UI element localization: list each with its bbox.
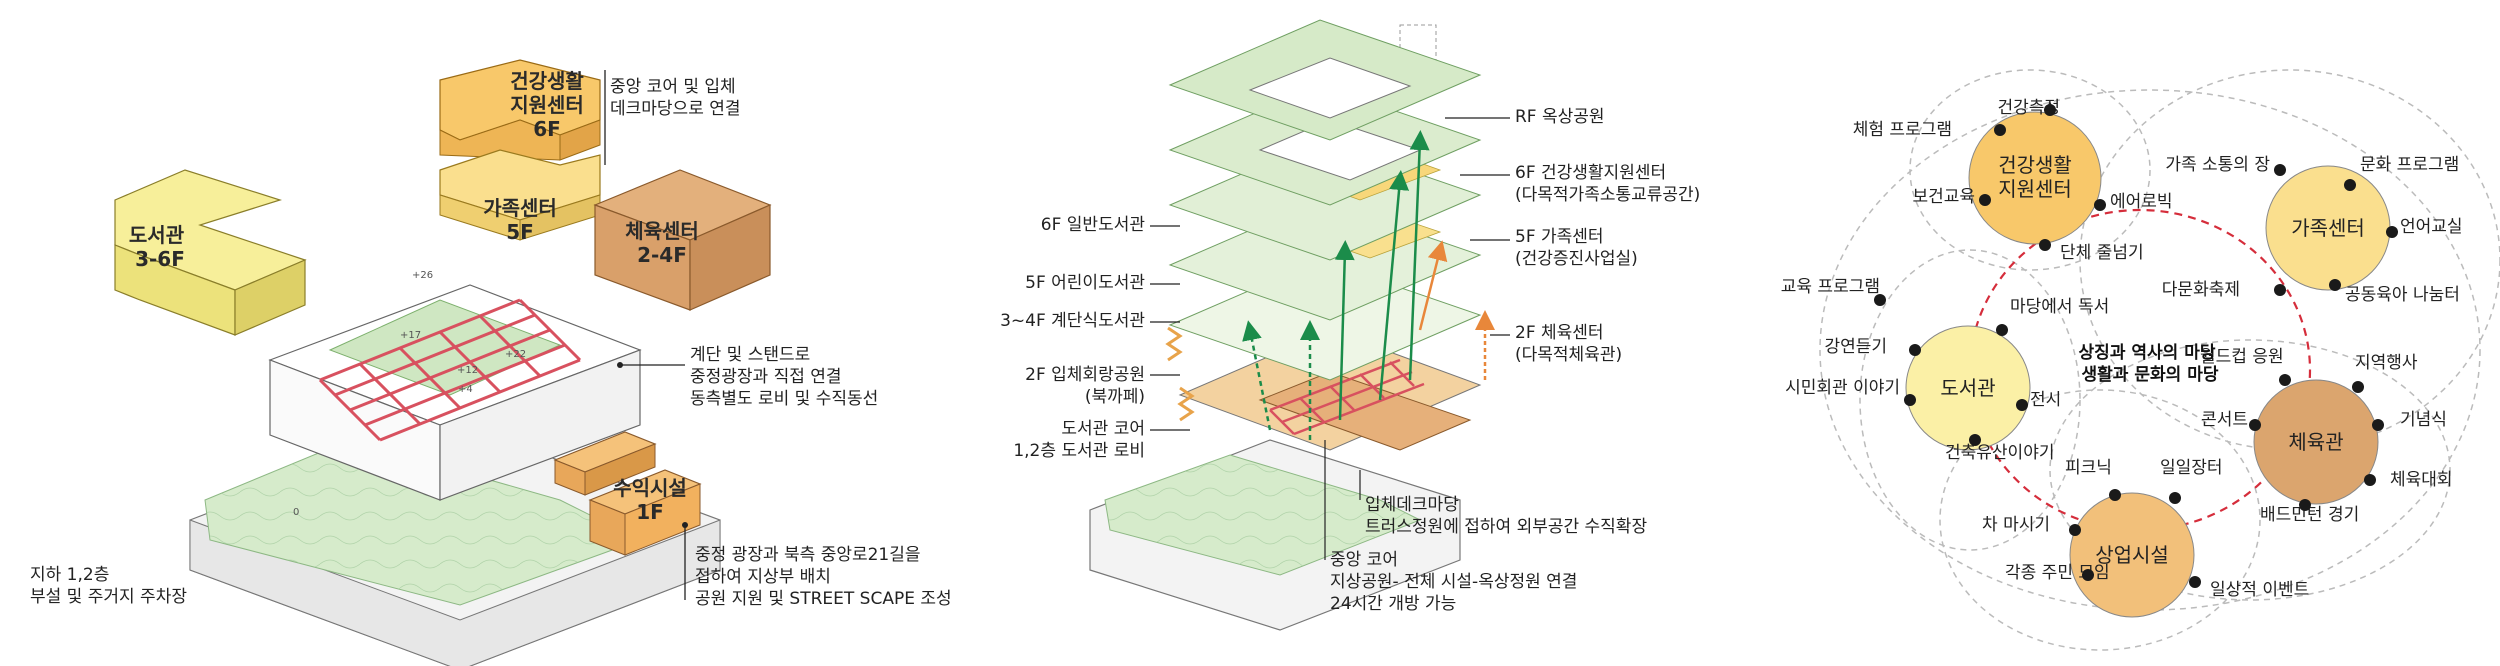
commercial-tag: 각종 주민 모임 bbox=[2005, 563, 2110, 583]
family-tag-dot bbox=[2386, 226, 2398, 238]
level-label: +22 bbox=[505, 349, 526, 360]
floor-label-right: 5F 가족센터(건강증진사업실) bbox=[1515, 227, 1638, 269]
commercial-tag: 일일장터 bbox=[2160, 458, 2223, 478]
family-tag-dot bbox=[2344, 179, 2356, 191]
commercial-tag: 차 마시기 bbox=[1982, 515, 2050, 535]
family-tag-dot bbox=[2329, 279, 2341, 291]
floor-plates bbox=[1170, 20, 1480, 450]
library-label-line2: 3-6F bbox=[135, 247, 185, 271]
floor-label-right: RF 옥상공원 bbox=[1515, 107, 1605, 127]
health-tag-dot bbox=[1994, 124, 2006, 136]
mid-right-labels: RF 옥상공원 6F 건강생활지원센터(다목적가족소통교류공간) 5F 가족센터(건… bbox=[1515, 107, 1700, 365]
commercial-tag-dot bbox=[2169, 492, 2181, 504]
family-tag-dot bbox=[2274, 164, 2286, 176]
library-stair-arrows bbox=[1168, 328, 1192, 420]
health-tag-dot bbox=[2044, 104, 2056, 116]
gym-tag-dot bbox=[2299, 499, 2311, 511]
library-tag-dot bbox=[1909, 344, 1921, 356]
library-tag: 시민회관 이야기 bbox=[1785, 378, 1900, 398]
health-tag: 단체 줄넘기 bbox=[2060, 243, 2144, 263]
library-block-label: 도서관 3-6F bbox=[129, 223, 191, 271]
gym-tag: 콘서트 bbox=[2201, 410, 2248, 430]
health-tag: 보건교육 bbox=[1912, 187, 1975, 207]
commercial-tag: 피크닉 bbox=[2065, 458, 2112, 478]
commercial-tag-dot bbox=[2069, 524, 2081, 536]
library-tag-dot bbox=[1969, 434, 1981, 446]
commercial-tag-dot bbox=[2082, 569, 2094, 581]
gym-tag-dot bbox=[2364, 474, 2376, 486]
library-tag: 교육 프로그램 bbox=[1781, 277, 1880, 297]
middle-exploded-panel: RF 옥상공원 6F 건강생활지원센터(다목적가족소통교류공간) 5F 가족센터(건… bbox=[1000, 20, 1700, 630]
gym-tag-dot bbox=[2249, 419, 2261, 431]
floor-label-left: 6F 일반도서관 bbox=[1041, 215, 1145, 235]
level-label: +26 bbox=[412, 270, 433, 281]
library-label-line1: 도서관 bbox=[129, 223, 185, 247]
health-tag: 에어로빅 bbox=[2110, 192, 2173, 212]
library-tag-dot bbox=[1996, 324, 2008, 336]
family-tag-dot bbox=[2274, 284, 2286, 296]
library-tag: 건축유산이야기 bbox=[1945, 443, 2054, 463]
gym-tag: 기념식 bbox=[2400, 410, 2447, 430]
floor-label-right: 2F 체육센터(다목적체육관) bbox=[1515, 323, 1622, 365]
level-label: +12 bbox=[457, 365, 478, 376]
commercial-tag-dot bbox=[2189, 576, 2201, 588]
health-tag-dot bbox=[2094, 199, 2106, 211]
library-tag: 마당에서 독서 bbox=[2010, 297, 2109, 317]
gym-tag: 지역행사 bbox=[2355, 353, 2418, 373]
mid-left-labels: 6F 일반도서관 5F 어린이도서관 3~4F 계단식도서관 2F 입체회랑공원(북까… bbox=[1000, 215, 1145, 461]
family-tag: 공동육아 나눔터 bbox=[2345, 285, 2460, 305]
gym-tag-dot bbox=[2372, 419, 2384, 431]
gym-tag-dot bbox=[2352, 381, 2364, 393]
family-node-label: 가족센터 bbox=[2291, 216, 2365, 240]
commercial-tag-dot bbox=[2109, 489, 2121, 501]
family-tag: 문화 프로그램 bbox=[2360, 155, 2459, 175]
level-label: 0 bbox=[293, 507, 299, 518]
gym-tag: 체육대회 bbox=[2390, 470, 2453, 490]
family-tag: 가족 소통의 장 bbox=[2165, 155, 2270, 175]
gym-tag-dot bbox=[2279, 374, 2291, 386]
gym-node-label: 체육관 bbox=[2288, 430, 2343, 454]
level-label: +17 bbox=[400, 330, 421, 341]
library-tag: 전시 bbox=[2030, 390, 2061, 410]
leader-dot bbox=[617, 362, 623, 368]
library-block: 도서관 3-6F bbox=[115, 170, 305, 335]
library-tag-dot bbox=[2016, 399, 2028, 411]
library-tag: 강연듣기 bbox=[1824, 337, 1887, 357]
level-label: +4 bbox=[458, 384, 473, 395]
health-tag: 체험 프로그램 bbox=[1853, 120, 1952, 140]
floor-label-right: 6F 건강생활지원센터(다목적가족소통교류공간) bbox=[1515, 163, 1700, 205]
leader-dot bbox=[682, 522, 688, 528]
floor-label-left: 5F 어린이도서관 bbox=[1025, 273, 1145, 293]
library-node-label: 도서관 bbox=[1940, 376, 1995, 400]
floor-label-left: 2F 입체회랑공원(북까페) bbox=[1025, 365, 1145, 407]
family-tag: 다문화축제 bbox=[2162, 280, 2240, 300]
library-tag-dot bbox=[1904, 394, 1916, 406]
commercial-tag: 일상적 이벤트 bbox=[2210, 580, 2309, 600]
health-tag-dot bbox=[2039, 239, 2051, 251]
family-tag: 언어교실 bbox=[2400, 217, 2463, 237]
floor-label-left: 3~4F 계단식도서관 bbox=[1000, 311, 1145, 331]
health-tag-dot bbox=[1979, 194, 1991, 206]
health-node-label: 건강생활지원센터 bbox=[1998, 153, 2072, 201]
library-tag-dot bbox=[1874, 294, 1886, 306]
